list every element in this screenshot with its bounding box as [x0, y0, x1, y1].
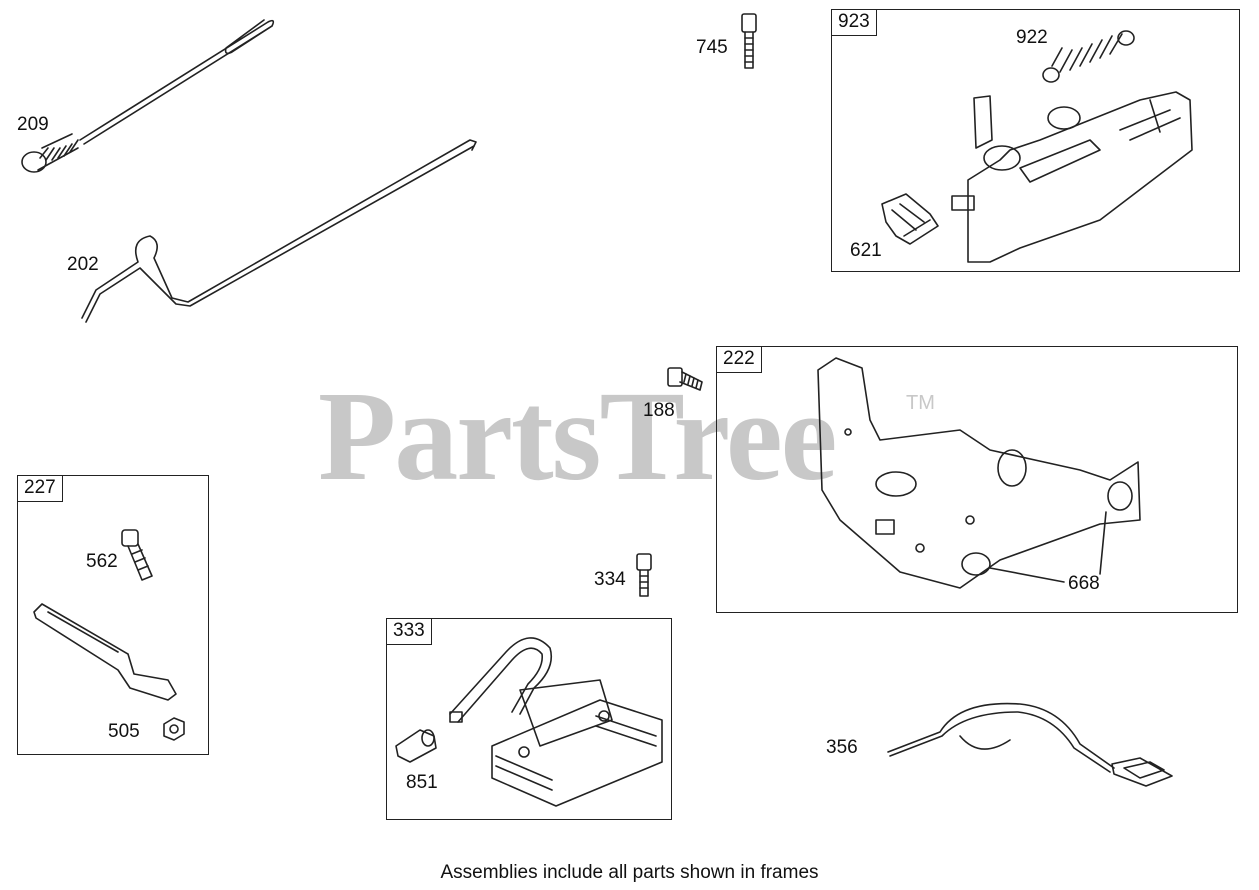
- frame-227-tag: 227: [18, 476, 63, 502]
- part-745-bolt[interactable]: [741, 13, 757, 69]
- label-356: 356: [826, 737, 858, 758]
- part-922-spring[interactable]: [1042, 30, 1135, 83]
- caption: Assemblies include all parts shown in fr…: [440, 862, 819, 883]
- label-851: 851: [406, 772, 438, 793]
- part-851-terminal[interactable]: [395, 729, 437, 763]
- part-356-wire[interactable]: [887, 702, 1173, 787]
- label-745: 745: [696, 37, 728, 58]
- label-209: 209: [17, 114, 49, 135]
- label-334: 334: [594, 569, 626, 590]
- frame-333-tag: 333: [387, 619, 432, 645]
- part-621-clip[interactable]: [881, 193, 939, 245]
- part-188-screw[interactable]: [667, 367, 703, 391]
- watermark-text: PartsTree: [318, 365, 837, 507]
- part-209-spring[interactable]: [21, 19, 275, 173]
- label-505: 505: [108, 721, 140, 742]
- label-621: 621: [850, 240, 882, 261]
- frame-227[interactable]: 227: [17, 475, 209, 755]
- part-334-screw[interactable]: [636, 553, 652, 597]
- label-202: 202: [67, 254, 99, 275]
- part-227-lever[interactable]: [33, 603, 177, 701]
- part-562-screw[interactable]: [121, 529, 153, 581]
- label-562: 562: [86, 551, 118, 572]
- frame-923[interactable]: 923: [831, 9, 1240, 272]
- frame-333[interactable]: 333: [386, 618, 672, 820]
- label-668: 668: [1068, 573, 1100, 594]
- frame-222[interactable]: 222: [716, 346, 1238, 613]
- watermark-tm: TM: [906, 392, 935, 414]
- part-333-armature[interactable]: [449, 637, 663, 807]
- frame-923-tag: 923: [832, 10, 877, 36]
- label-188: 188: [643, 400, 675, 421]
- part-202-rod[interactable]: [81, 139, 477, 323]
- part-923-assembly[interactable]: [951, 91, 1193, 263]
- label-922: 922: [1016, 27, 1048, 48]
- part-222-bracket[interactable]: [817, 357, 1141, 589]
- part-505-nut[interactable]: [163, 717, 185, 741]
- frame-222-tag: 222: [717, 347, 762, 373]
